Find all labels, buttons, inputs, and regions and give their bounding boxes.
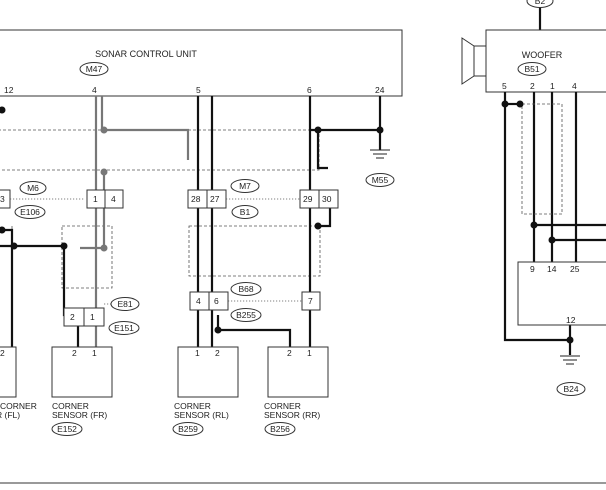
ground-symbol-icon: [560, 355, 580, 365]
svg-text:1: 1: [93, 194, 98, 204]
connector-m7-b1: 28 27 M7 B1: [187, 179, 300, 219]
junction-dots: [0, 106, 384, 334]
sonar-pin-6: 6: [307, 85, 312, 95]
corner-sensor-fr: 2 1 CORNER SENSOR (FR) E152: [51, 346, 113, 436]
connector-b68-b255: 4 6 B68 B255: [189, 282, 302, 322]
svg-text:7: 7: [308, 296, 313, 306]
svg-text:25: 25: [570, 264, 580, 274]
svg-text:2: 2: [72, 348, 77, 358]
sonar-pin-12: 12: [4, 85, 14, 95]
woofer-code-oval: [517, 62, 547, 76]
shield-rear: [188, 225, 321, 277]
connector-b68b: 7: [301, 291, 321, 311]
svg-text:SENSOR (FR): SENSOR (FR): [52, 410, 107, 420]
svg-text:4: 4: [572, 81, 577, 91]
svg-text:R (FL): R (FL): [0, 410, 20, 420]
svg-text:1: 1: [90, 312, 95, 322]
svg-text:E152: E152: [57, 424, 77, 434]
sonar-connector-code-oval: [79, 62, 109, 76]
woofer: B2 6 WOOFER B51 5 2 1 4: [461, 0, 606, 93]
svg-text:4: 4: [196, 296, 201, 306]
corner-sensor-rr: 2 1 CORNER SENSOR (RR) B256: [264, 346, 329, 436]
svg-text:2: 2: [70, 312, 75, 322]
svg-text:SENSOR (RR): SENSOR (RR): [264, 410, 320, 420]
ground-m55-code: M55: [372, 175, 389, 185]
connector-e81-e151: 2 1 E81 E151: [63, 297, 140, 335]
svg-text:29: 29: [303, 194, 313, 204]
woofer-code: B51: [524, 64, 539, 74]
svg-text:CORNER: CORNER: [174, 401, 211, 411]
svg-text:B259: B259: [178, 424, 198, 434]
svg-text:M6: M6: [27, 183, 39, 193]
amp-block: 9 14 25 12: [517, 261, 606, 326]
svg-text:2: 2: [0, 348, 5, 358]
woofer-top-code-oval: [526, 0, 554, 8]
sonar-pin-5: 5: [196, 85, 201, 95]
svg-text:14: 14: [547, 264, 557, 274]
sonar-control-unit: SONAR CONTROL UNIT M47 12 4 5 6 24: [0, 29, 403, 97]
svg-text:5: 5: [502, 81, 507, 91]
svg-text:B1: B1: [240, 207, 251, 217]
svg-text:9: 9: [530, 264, 535, 274]
svg-text:3: 3: [0, 194, 5, 204]
woofer-wires: [501, 92, 606, 355]
shield-front: [61, 225, 113, 289]
ground-m55-oval: [365, 173, 395, 187]
woofer-box: [485, 29, 606, 93]
ground-m55: M55: [365, 96, 395, 187]
svg-text:2: 2: [287, 348, 292, 358]
ground-b24: B24: [556, 355, 586, 396]
connector-m6b: 1 4: [86, 189, 124, 209]
connector-m6-e106: 3 M6 E106: [0, 181, 85, 219]
svg-text:28: 28: [191, 194, 201, 204]
sonar-connector-code: M47: [86, 64, 103, 74]
amp-pin-12: 12: [566, 315, 576, 325]
sonar-pin-4: 4: [92, 85, 97, 95]
svg-text:30: 30: [322, 194, 332, 204]
svg-text:B68: B68: [238, 284, 253, 294]
corner-sensor-rl: 1 2 CORNER SENSOR (RL) B259: [172, 346, 239, 436]
woofer-top-code: B2: [535, 0, 546, 6]
svg-text:B255: B255: [236, 310, 256, 320]
sonar-pin-24: 24: [375, 85, 385, 95]
svg-text:CORNER: CORNER: [52, 401, 89, 411]
ground-b24-code: B24: [563, 384, 578, 394]
svg-text:4: 4: [111, 194, 116, 204]
connector-m7b: 29 30: [299, 189, 339, 209]
svg-text:CORNER: CORNER: [0, 401, 37, 411]
svg-text:2: 2: [530, 81, 535, 91]
svg-text:E81: E81: [117, 299, 132, 309]
svg-text:2: 2: [215, 348, 220, 358]
svg-text:E106: E106: [20, 207, 40, 217]
svg-text:1: 1: [307, 348, 312, 358]
ground-symbol-icon: [370, 149, 390, 159]
svg-text:1: 1: [92, 348, 97, 358]
svg-text:M7: M7: [239, 181, 251, 191]
shield-upper: [0, 129, 320, 171]
svg-text:B256: B256: [270, 424, 290, 434]
svg-text:SENSOR (RL): SENSOR (RL): [174, 410, 229, 420]
sonar-control-unit-box: [0, 29, 403, 97]
woofer-title: WOOFER: [522, 50, 563, 60]
svg-text:1: 1: [195, 348, 200, 358]
corner-sensor-fl: 2 CORNER R (FL): [0, 346, 37, 420]
speaker-icon: [461, 37, 487, 85]
svg-text:1: 1: [550, 81, 555, 91]
svg-text:27: 27: [210, 194, 220, 204]
svg-text:E151: E151: [114, 323, 134, 333]
svg-text:CORNER: CORNER: [264, 401, 301, 411]
sonar-control-unit-title: SONAR CONTROL UNIT: [95, 49, 197, 59]
svg-text:6: 6: [214, 296, 219, 306]
